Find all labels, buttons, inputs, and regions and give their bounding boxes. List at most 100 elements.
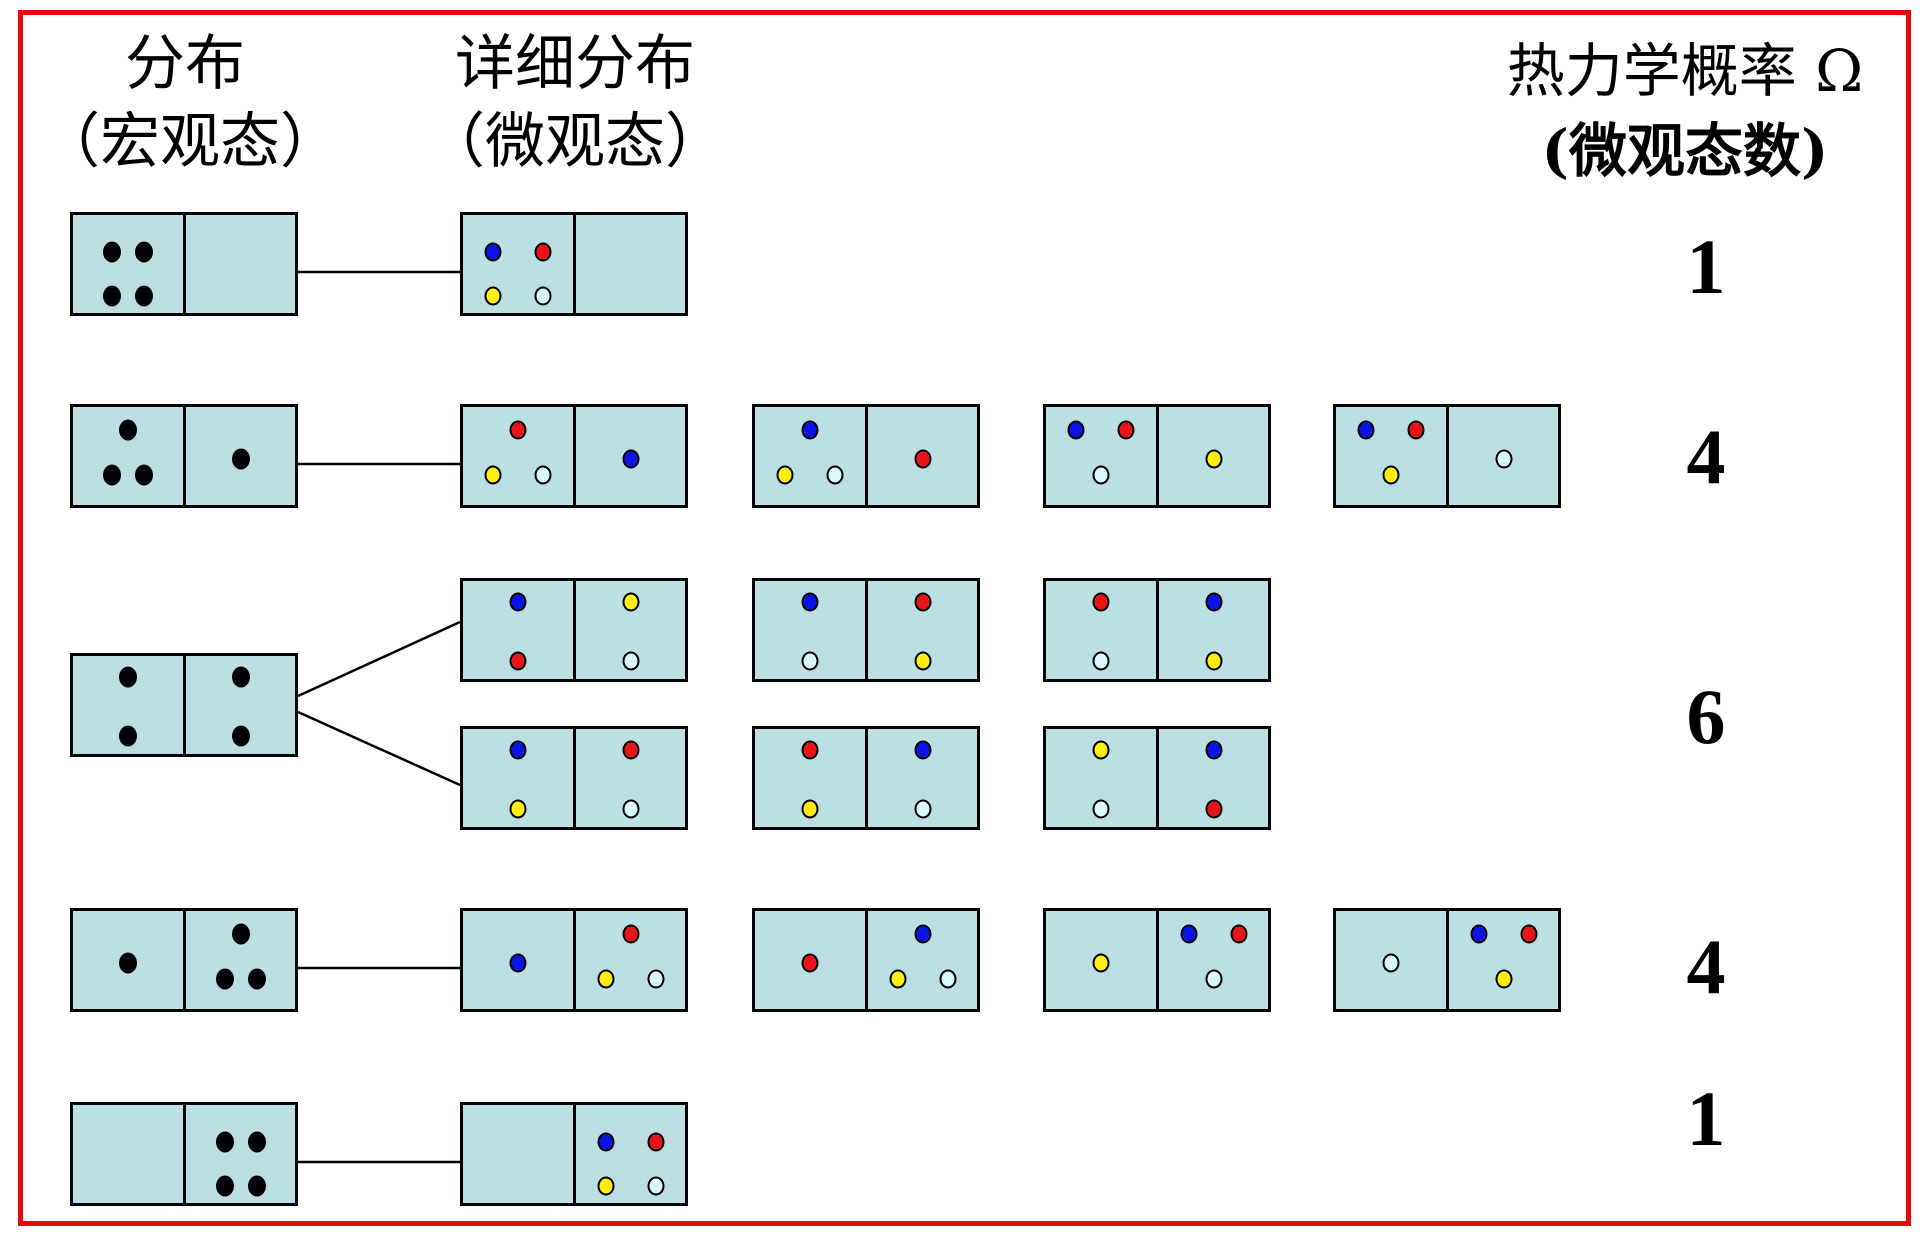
black-particle bbox=[215, 1131, 234, 1153]
white-particle bbox=[622, 651, 639, 671]
white-particle bbox=[826, 465, 844, 485]
blue-particle bbox=[1205, 592, 1222, 612]
microstate-box bbox=[460, 726, 688, 830]
macrostate-box bbox=[70, 404, 298, 508]
blue-particle bbox=[1470, 924, 1487, 944]
black-particle bbox=[231, 448, 250, 470]
red-particle bbox=[1205, 799, 1222, 819]
macrostate-box bbox=[70, 908, 298, 1012]
microstate-box-left-half bbox=[1336, 407, 1449, 505]
red-particle bbox=[1092, 592, 1110, 612]
microstate-box-left-half bbox=[463, 1105, 576, 1203]
macrostate-box bbox=[70, 653, 298, 757]
white-particle bbox=[1205, 969, 1222, 989]
microstate-count: 1 bbox=[1686, 1075, 1726, 1162]
connector-line bbox=[297, 620, 461, 698]
omega-title: 热力学概率 Ω bbox=[1506, 37, 1864, 105]
yellow-particle bbox=[597, 1176, 614, 1196]
black-particle bbox=[103, 285, 121, 307]
yellow-particle bbox=[484, 286, 502, 306]
microstate-box-right-half bbox=[1159, 407, 1269, 505]
microstate-box-right-half bbox=[868, 911, 978, 1009]
white-particle bbox=[1092, 465, 1110, 485]
red-particle bbox=[1520, 924, 1537, 944]
microstate-box bbox=[752, 908, 980, 1012]
yellow-particle bbox=[914, 651, 931, 671]
macro-header: 分布 （宏观态） bbox=[40, 29, 340, 172]
black-particle bbox=[247, 1131, 266, 1153]
yellow-particle bbox=[1382, 465, 1400, 485]
blue-particle bbox=[509, 592, 527, 612]
yellow-particle bbox=[889, 969, 906, 989]
microstate-box-right-half bbox=[1159, 911, 1269, 1009]
microstate-box-right-half bbox=[1159, 581, 1269, 679]
red-particle bbox=[914, 449, 931, 469]
white-particle bbox=[1495, 449, 1512, 469]
microstate-box-right-half bbox=[576, 581, 686, 679]
blue-particle bbox=[1067, 420, 1085, 440]
black-particle bbox=[119, 666, 137, 688]
microstate-box-right-half bbox=[576, 407, 686, 505]
black-particle bbox=[103, 241, 121, 263]
micro-subtitle: （微观态） bbox=[425, 107, 725, 177]
microstate-box bbox=[460, 578, 688, 682]
microstate-box-left-half bbox=[755, 581, 868, 679]
white-particle bbox=[647, 1176, 664, 1196]
black-particle bbox=[215, 1175, 234, 1197]
microstate-box-right-half bbox=[868, 407, 978, 505]
blue-particle bbox=[509, 953, 527, 973]
macrostate-box-right-half bbox=[186, 911, 296, 1009]
microstate-box bbox=[1043, 404, 1271, 508]
white-particle bbox=[939, 969, 956, 989]
yellow-particle bbox=[1092, 953, 1110, 973]
microstate-box-left-half bbox=[1046, 911, 1159, 1009]
red-particle bbox=[801, 953, 819, 973]
macrostate-box-right-half bbox=[186, 656, 296, 754]
microstate-box bbox=[460, 908, 688, 1012]
microstate-box-right-half bbox=[1449, 911, 1559, 1009]
microstate-box bbox=[460, 1102, 688, 1206]
microstate-box bbox=[1333, 908, 1561, 1012]
black-particle bbox=[135, 464, 153, 486]
macrostate-box-left-half bbox=[73, 407, 186, 505]
microstate-box bbox=[460, 404, 688, 508]
microstate-count: 1 bbox=[1686, 223, 1726, 310]
blue-particle bbox=[1205, 740, 1222, 760]
microstate-box bbox=[752, 726, 980, 830]
red-particle bbox=[622, 740, 639, 760]
black-particle bbox=[215, 968, 234, 990]
yellow-particle bbox=[801, 799, 819, 819]
yellow-particle bbox=[1092, 740, 1110, 760]
microstate-box-left-half bbox=[463, 215, 576, 313]
yellow-particle bbox=[622, 592, 639, 612]
macrostate-box-right-half bbox=[186, 1105, 296, 1203]
macrostate-box-left-half bbox=[73, 215, 186, 313]
red-particle bbox=[1230, 924, 1247, 944]
macro-title: 分布 bbox=[125, 29, 245, 99]
microstate-box bbox=[1043, 726, 1271, 830]
blue-particle bbox=[914, 924, 931, 944]
macrostate-box-right-half bbox=[186, 215, 296, 313]
microstate-box-left-half bbox=[1336, 911, 1449, 1009]
microstate-box bbox=[1333, 404, 1561, 508]
microstate-box-left-half bbox=[755, 911, 868, 1009]
black-particle bbox=[135, 241, 153, 263]
black-particle bbox=[119, 725, 137, 747]
microstate-box-left-half bbox=[755, 407, 868, 505]
microstate-box bbox=[752, 404, 980, 508]
white-particle bbox=[534, 286, 552, 306]
microstate-box-right-half bbox=[576, 729, 686, 827]
macrostate-box bbox=[70, 1102, 298, 1206]
black-particle bbox=[119, 952, 137, 974]
white-particle bbox=[914, 799, 931, 819]
microstate-box-left-half bbox=[1046, 581, 1159, 679]
black-particle bbox=[247, 968, 266, 990]
white-particle bbox=[801, 651, 819, 671]
microstate-box-right-half bbox=[576, 1105, 686, 1203]
microstate-box-left-half bbox=[463, 729, 576, 827]
macrostate-box-left-half bbox=[73, 656, 186, 754]
omega-subtitle: (微观态数) bbox=[1541, 117, 1829, 185]
microstate-box bbox=[1043, 908, 1271, 1012]
microstate-box-left-half bbox=[463, 911, 576, 1009]
